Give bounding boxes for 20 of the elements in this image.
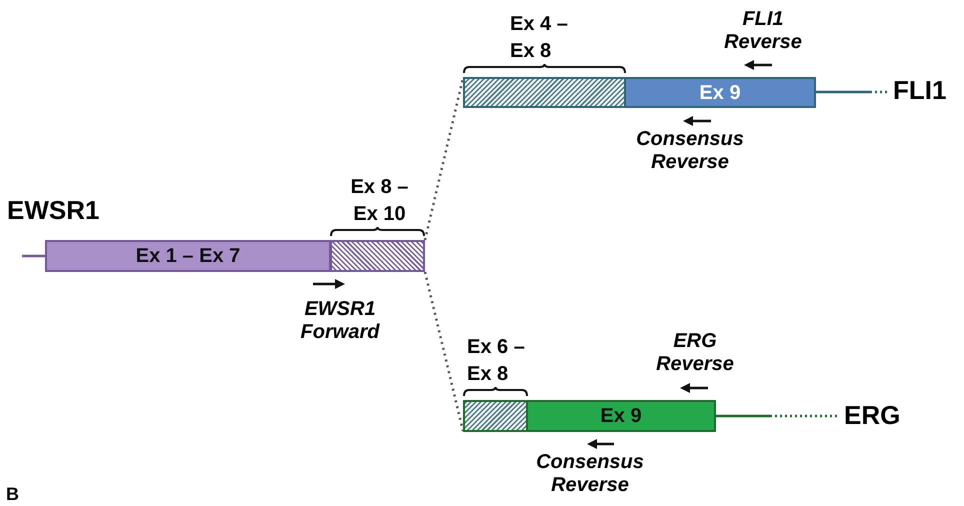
primer-label: Consensus Reverse <box>635 128 745 174</box>
exon-label: Ex 9 <box>600 406 642 426</box>
exon-range-label: Ex 8 – Ex 10 <box>350 175 410 227</box>
gene-name: ERG <box>844 401 902 431</box>
exon-label: Ex 9 <box>699 82 741 102</box>
exon-block <box>45 240 331 272</box>
gene-name: EWSR1 <box>7 196 100 226</box>
exon-block <box>624 77 816 108</box>
primer-label: Consensus Reverse <box>535 451 645 497</box>
gene-name: FLI1 <box>893 76 948 106</box>
connector-line <box>424 272 464 432</box>
exon-label: Ex 1 – Ex 7 <box>136 246 240 266</box>
connector-line <box>424 78 464 240</box>
primer-label: FLI1 Reverse <box>723 8 803 54</box>
exon-range-label: Ex 6 – Ex 8 <box>467 335 526 387</box>
exon-range-label: Ex 4 – Ex 8 <box>510 12 569 64</box>
panel-letter: B <box>6 484 20 505</box>
exon-block <box>526 400 716 432</box>
primer-label: ERG Reverse <box>655 330 735 376</box>
primer-label: EWSR1 Forward <box>300 298 381 344</box>
